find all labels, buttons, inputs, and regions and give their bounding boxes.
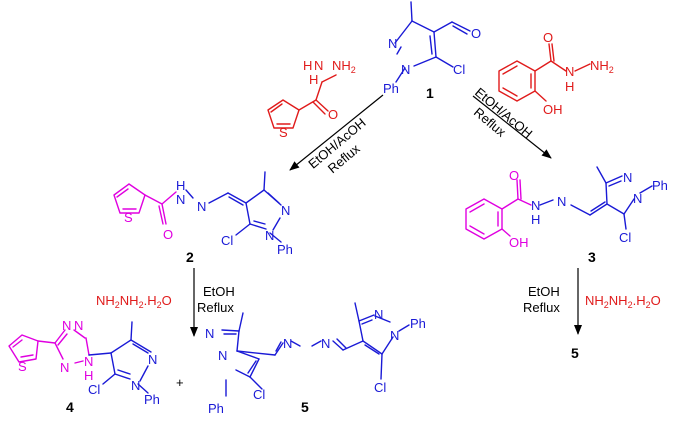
- plus-sign: +: [176, 375, 184, 390]
- c4-nb-label: N: [148, 352, 157, 367]
- down-right-cond-2: Reflux: [523, 300, 560, 315]
- c4-n1-label: N: [62, 318, 71, 333]
- thio-o-label: O: [328, 107, 338, 122]
- c4-n3-label: N: [60, 360, 69, 375]
- c2-s-label: S: [124, 210, 133, 225]
- c4-ph-label: Ph: [144, 392, 160, 407]
- hydrazine-left-label: NH2NH2.H2O: [96, 293, 172, 310]
- thio-s-label: S: [279, 125, 288, 140]
- reagent-thiophene-hydrazide: H H N NH2 O S: [267, 58, 356, 140]
- c5-azine1-label: N: [283, 336, 292, 351]
- c4-number: 4: [66, 399, 74, 415]
- compound-2: S O H N N N N Cl Ph 2: [113, 171, 293, 265]
- thio-nh-label: H: [309, 72, 318, 87]
- down-left-cond-1: EtOH: [203, 284, 235, 299]
- salicyl-oh-label: OH: [543, 102, 563, 117]
- c4-cl-label: Cl: [88, 382, 100, 397]
- c5-na-label: N: [390, 328, 399, 343]
- down-right-cond-1: EtOH: [528, 284, 560, 299]
- c3-nh-n-label: N: [531, 198, 540, 213]
- c2-o-label: O: [163, 227, 173, 242]
- c4-n2-label: N: [74, 318, 83, 333]
- salicyl-h-label: H: [565, 79, 574, 94]
- c3-ph-label: Ph: [652, 178, 668, 193]
- c5-nd-label: N: [205, 326, 214, 341]
- c1-number: 1: [426, 85, 434, 101]
- c4-na-label: N: [131, 378, 140, 393]
- c3-cl-label: Cl: [619, 230, 631, 245]
- compound-3: O OH N H N N N Ph Cl 3: [465, 166, 668, 265]
- down-left-cond-2: Reflux: [197, 300, 234, 315]
- c5-cl2-label: Cl: [253, 387, 265, 402]
- arrow-to-3: [472, 95, 552, 159]
- c3-imine-n-label: N: [557, 194, 566, 209]
- thio-n-label: N: [314, 58, 323, 73]
- c5-number: 5: [301, 399, 309, 415]
- salicyl-o-label: O: [543, 30, 553, 45]
- c3-n1-label: N: [633, 191, 642, 206]
- c2-n1-label: N: [265, 228, 274, 243]
- compound-1: N N O Cl Ph 1: [383, 1, 481, 101]
- c2-nh-n-label: N: [176, 192, 185, 207]
- c1-o-label: O: [471, 26, 481, 41]
- c3-n2-label: N: [623, 170, 632, 185]
- thio-hn-label: H: [303, 58, 312, 73]
- c3-number: 3: [588, 249, 596, 265]
- c2-n2-label: N: [281, 203, 290, 218]
- reagent-salicyl-hydrazide: O N H NH2 OH: [498, 30, 614, 117]
- salicyl-nh2-label: NH2: [590, 58, 614, 75]
- compound-5: N N Ph Cl N N N N Ph Cl 5: [205, 302, 426, 416]
- c2-number: 2: [186, 249, 194, 265]
- c5-nc-label: N: [218, 348, 227, 363]
- c5-ph2-label: Ph: [208, 401, 224, 416]
- c5-cl-label: Cl: [374, 380, 386, 395]
- compound-4: S N N N N H N N Cl Ph 4: [8, 318, 160, 415]
- arrow-to-2: [289, 94, 384, 171]
- c1-ph-label: Ph: [383, 81, 399, 96]
- hydrazine-right-label: NH2NH2.H2O: [585, 293, 661, 310]
- c2-cl-label: Cl: [221, 233, 233, 248]
- salicyl-n-label: N: [565, 64, 574, 79]
- c1-n2-label: N: [388, 36, 397, 51]
- c5-nb-label: N: [374, 307, 383, 322]
- c4-h-label: H: [84, 368, 93, 383]
- c5b-number: 5: [571, 345, 579, 361]
- c5-ph-label: Ph: [410, 316, 426, 331]
- c1-cl-label: Cl: [453, 62, 465, 77]
- c2-imine-n-label: N: [197, 199, 206, 214]
- c4-nh-n-label: N: [84, 354, 93, 369]
- c2-ph-label: Ph: [277, 242, 293, 257]
- c3-oh-label: OH: [509, 235, 529, 250]
- c4-s-label: S: [18, 359, 27, 374]
- c3-o-label: O: [509, 168, 519, 183]
- c3-h-label: H: [531, 212, 540, 227]
- thio-nh2-label: NH2: [332, 58, 356, 75]
- c1-n1-label: N: [401, 62, 410, 77]
- c5-azine2-label: N: [321, 336, 330, 351]
- c2-h-label: H: [176, 178, 185, 193]
- right-conditions: EtOH/AcOH Reflux: [471, 85, 535, 142]
